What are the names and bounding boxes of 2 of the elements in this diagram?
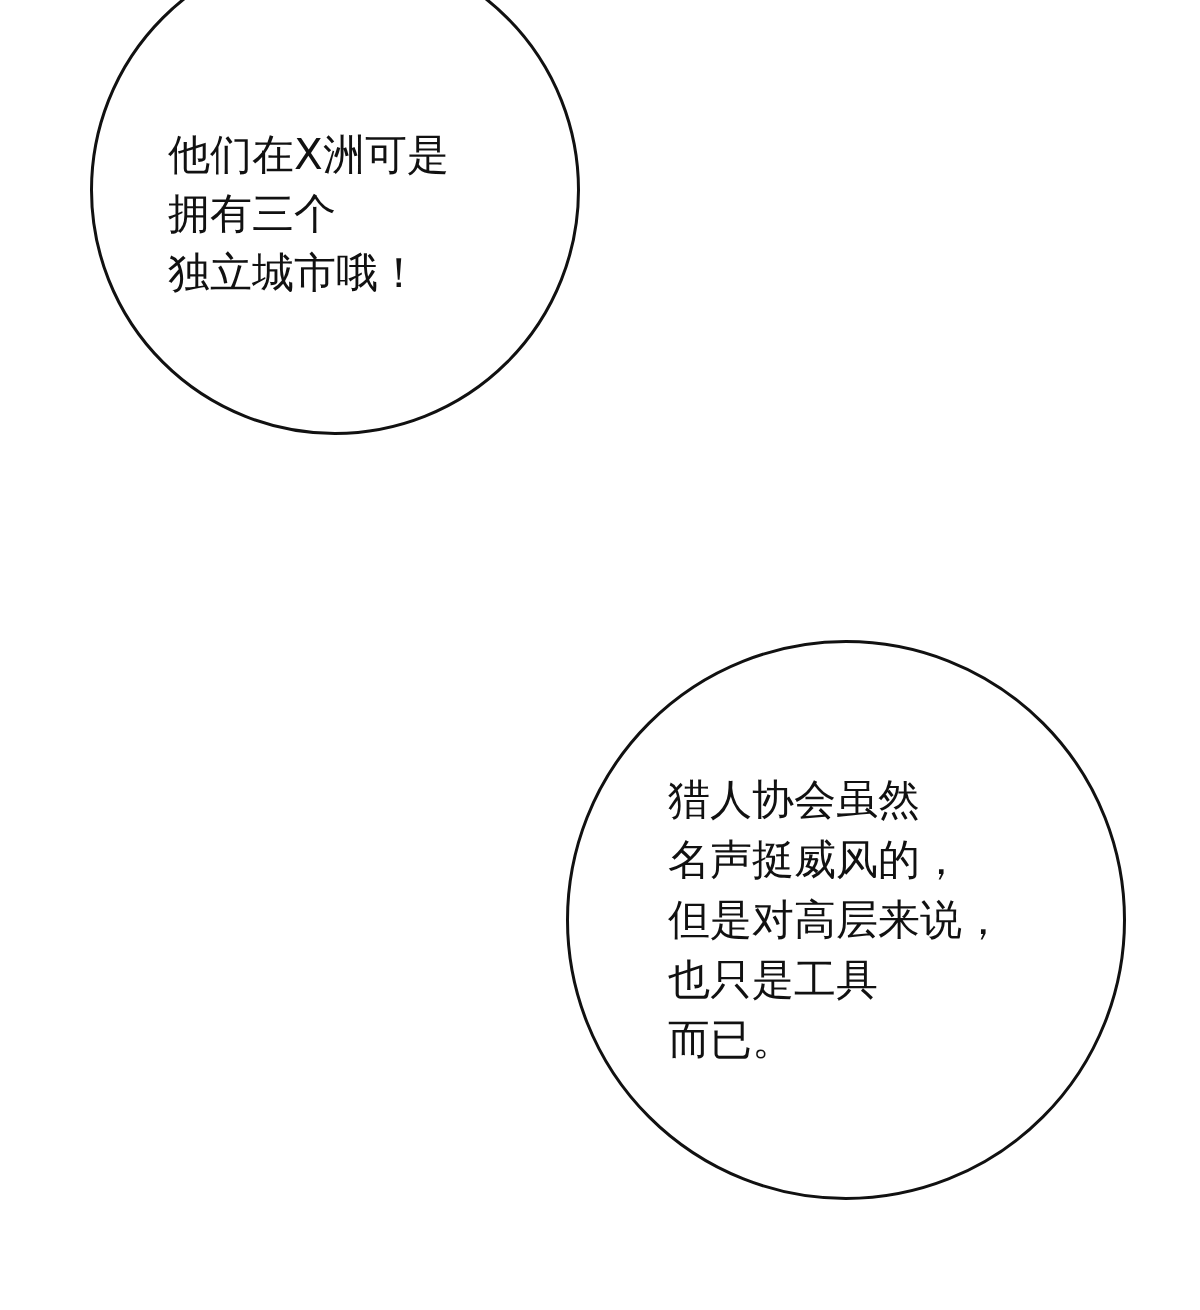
speech-text: 他们在X洲可是拥有三个独立城市哦！ [168, 129, 449, 299]
speech-text: 猎人协会虽然名声挺威风的，但是对高层来说，也只是工具而已。 [668, 774, 1004, 1066]
